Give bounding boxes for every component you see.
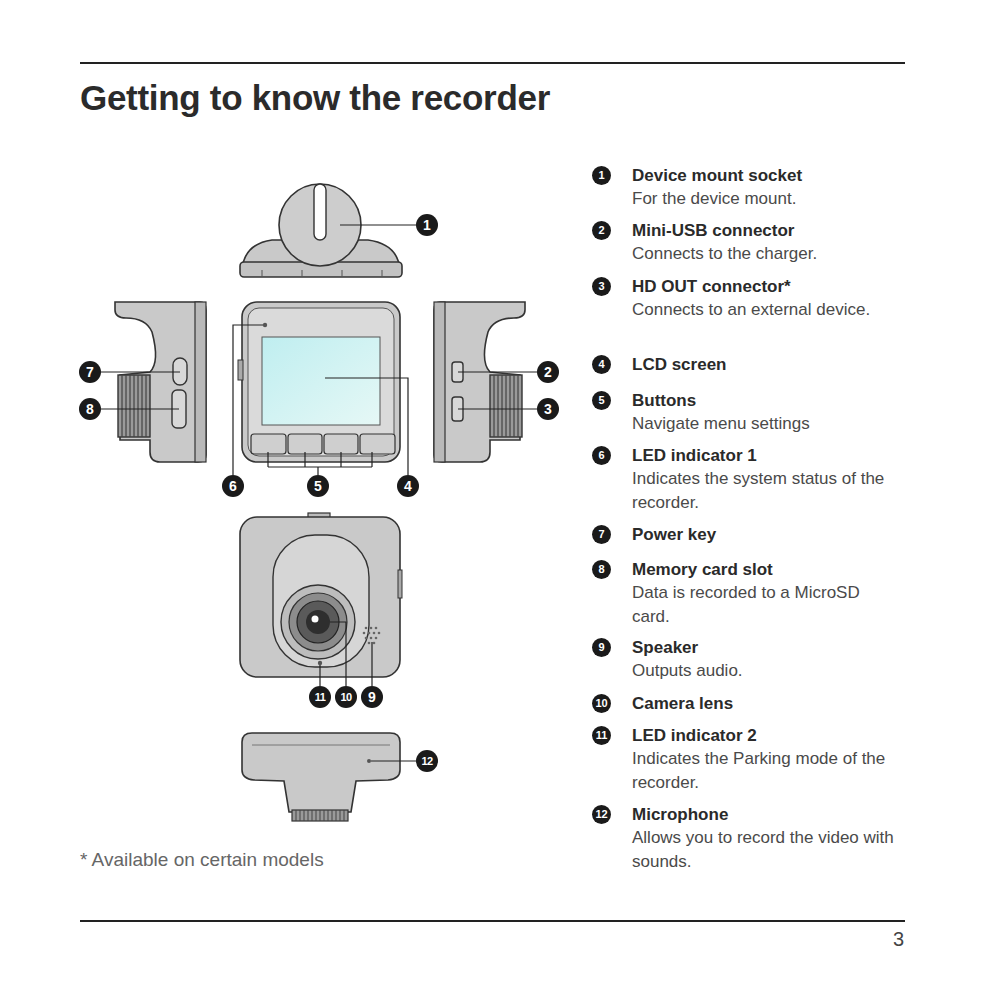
left-side-view bbox=[115, 302, 206, 462]
item-number: 1 bbox=[592, 166, 611, 185]
part-description: Outputs audio. bbox=[632, 659, 900, 683]
callout-number: 5 bbox=[307, 475, 329, 497]
part-name: Speaker bbox=[632, 637, 698, 659]
item-number: 6 bbox=[592, 446, 611, 465]
part-description: For the device mount. bbox=[632, 187, 900, 211]
item-number: 9 bbox=[592, 638, 611, 657]
part-name: LED indicator 2 bbox=[632, 725, 757, 747]
callout-number: 3 bbox=[537, 398, 559, 420]
page-number: 3 bbox=[893, 928, 904, 951]
callout-number: 10 bbox=[335, 686, 357, 708]
part-name: Mini-USB connector bbox=[632, 220, 794, 242]
part-name: Buttons bbox=[632, 390, 696, 412]
callout-number: 4 bbox=[397, 475, 419, 497]
part-name: Camera lens bbox=[632, 693, 733, 715]
right-side-view bbox=[434, 302, 525, 462]
front-view bbox=[238, 302, 400, 462]
back-view bbox=[240, 513, 402, 677]
item-number: 11 bbox=[592, 726, 611, 745]
callout-number: 7 bbox=[79, 361, 101, 383]
part-name: LCD screen bbox=[632, 354, 726, 376]
part-name: HD OUT connector* bbox=[632, 276, 791, 298]
part-name: LED indicator 1 bbox=[632, 445, 757, 467]
footnote: * Available on certain models bbox=[80, 849, 324, 871]
part-description: Connects to an external device. bbox=[632, 298, 900, 322]
callout-number: 2 bbox=[537, 361, 559, 383]
item-number: 3 bbox=[592, 277, 611, 296]
bottom-view bbox=[242, 733, 400, 821]
callout-number: 6 bbox=[222, 475, 244, 497]
part-description: Indicates the system status of the recor… bbox=[632, 467, 900, 514]
part-name: Device mount socket bbox=[632, 165, 802, 187]
item-number: 4 bbox=[592, 355, 611, 374]
callout-number: 9 bbox=[361, 686, 383, 708]
top-rule bbox=[80, 62, 905, 64]
callout-number: 12 bbox=[416, 750, 438, 772]
item-number: 5 bbox=[592, 391, 611, 410]
part-name: Microphone bbox=[632, 804, 728, 826]
callout-number: 11 bbox=[309, 686, 331, 708]
leader-lines bbox=[101, 225, 537, 761]
part-description: Connects to the charger. bbox=[632, 242, 900, 266]
part-description: Navigate menu settings bbox=[632, 412, 900, 436]
top-view bbox=[240, 184, 402, 277]
part-name: Power key bbox=[632, 524, 716, 546]
part-description: Indicates the Parking mode of the record… bbox=[632, 747, 900, 794]
part-name: Memory card slot bbox=[632, 559, 773, 581]
item-number: 2 bbox=[592, 221, 611, 240]
page-title: Getting to know the recorder bbox=[80, 78, 550, 118]
item-number: 10 bbox=[592, 694, 611, 713]
item-number: 12 bbox=[592, 805, 611, 824]
bottom-rule bbox=[80, 920, 905, 922]
callout-number: 8 bbox=[79, 398, 101, 420]
part-description: Data is recorded to a MicroSD card. bbox=[632, 581, 900, 628]
item-number: 7 bbox=[592, 525, 611, 544]
part-description: Allows you to record the video with soun… bbox=[632, 826, 900, 873]
callout-number: 1 bbox=[416, 214, 438, 236]
item-number: 8 bbox=[592, 560, 611, 579]
